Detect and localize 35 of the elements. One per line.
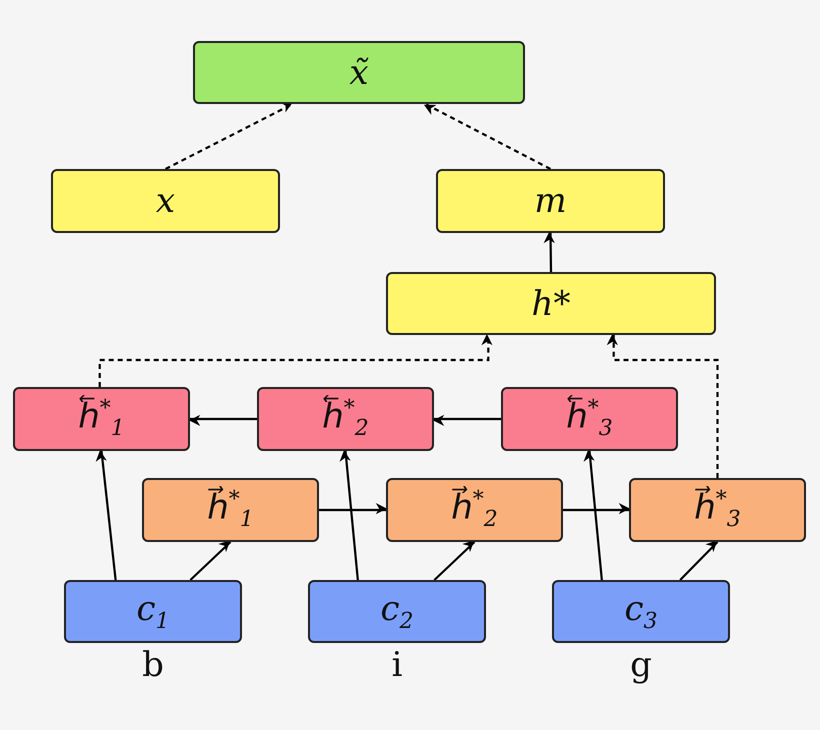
math-symbol: m [534, 181, 567, 221]
arrow [190, 540, 232, 581]
arrow [319, 503, 387, 514]
variable-box [193, 41, 525, 104]
arrow [98, 334, 493, 387]
variable-box [386, 272, 716, 335]
character-label: b [141, 647, 165, 684]
arrow [165, 102, 294, 170]
character-label: i [390, 647, 404, 684]
math-symbol: h* [532, 284, 570, 324]
arrow [606, 334, 719, 478]
math-symbol: c$_{3}$ [624, 589, 658, 634]
variable-box [257, 387, 434, 451]
arrow [544, 232, 555, 272]
arrow [584, 450, 603, 580]
arrow [96, 450, 117, 580]
math-symbol: c$_{1}$ [136, 589, 170, 634]
arrow [424, 103, 551, 170]
math-symbol: x [156, 181, 176, 221]
arrow [434, 540, 476, 581]
variable-box [501, 387, 678, 451]
variable-box [142, 478, 319, 542]
arrow [433, 414, 501, 426]
arrow [340, 450, 359, 580]
character-label: g [629, 647, 653, 684]
arrow [563, 503, 630, 514]
variable-box [436, 169, 665, 233]
arrow [189, 414, 257, 426]
math-symbol: x̃ [349, 52, 369, 92]
arrow [679, 540, 718, 581]
variable-box [51, 169, 280, 233]
variable-box [629, 478, 806, 542]
math-symbol: c$_{2}$ [380, 589, 414, 634]
variable-box [386, 478, 563, 542]
variable-box [13, 387, 190, 451]
